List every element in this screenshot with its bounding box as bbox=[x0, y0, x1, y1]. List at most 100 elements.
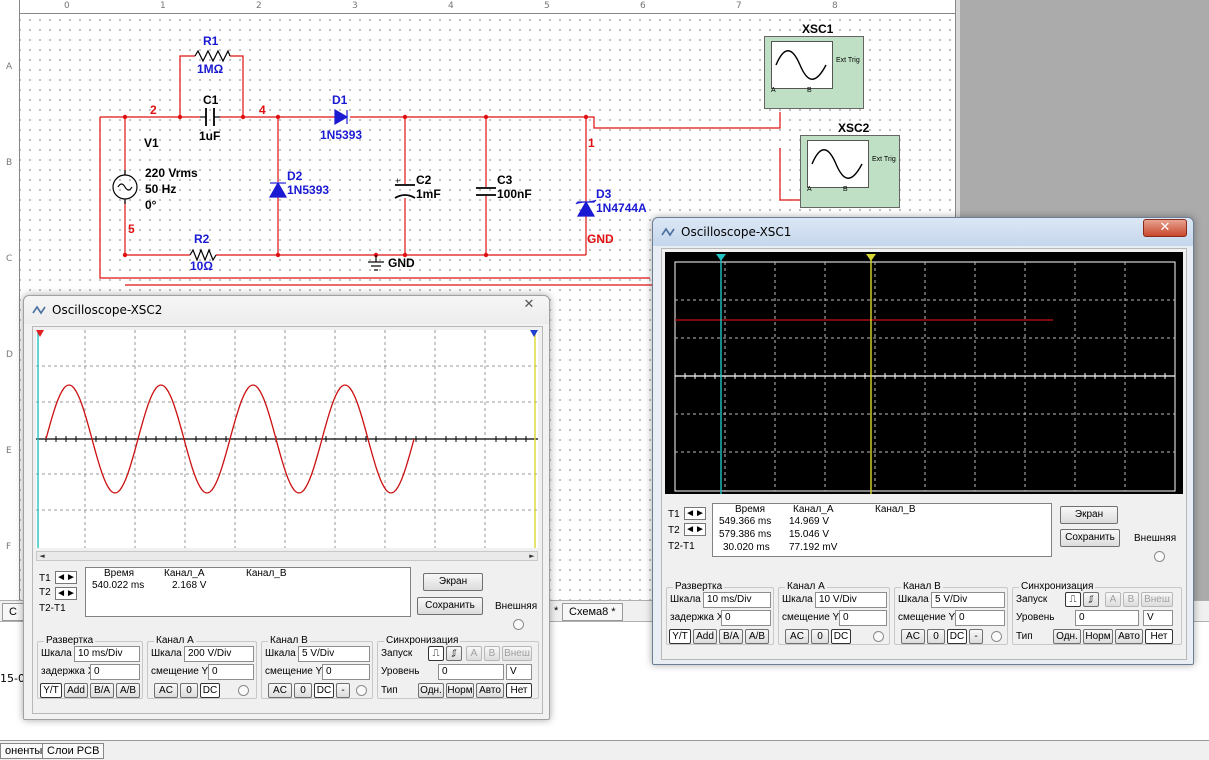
document-tab-scheme8[interactable]: Схема8 * bbox=[562, 603, 623, 621]
trigger-source-ext[interactable]: Внеш bbox=[1141, 592, 1173, 607]
c2-value[interactable]: 1mF bbox=[416, 187, 441, 201]
d3-value[interactable]: 1N4744A bbox=[596, 201, 647, 215]
d3-ref[interactable]: D3 bbox=[596, 187, 612, 201]
channel-b-dc-button[interactable]: DC bbox=[314, 683, 334, 698]
ab-mode-button[interactable]: A/B bbox=[745, 629, 769, 644]
channel-a-ypos-field[interactable]: 0 bbox=[839, 610, 887, 626]
channel-b-minus-button[interactable]: - bbox=[969, 629, 983, 644]
ba-mode-button[interactable]: B/A bbox=[90, 683, 114, 698]
tab-pcb-layers[interactable]: Слои PCB bbox=[42, 743, 105, 759]
channel-a-ypos-field[interactable]: 0 bbox=[208, 664, 254, 680]
c1-ref[interactable]: C1 bbox=[203, 93, 219, 107]
add-mode-button[interactable]: Add bbox=[693, 629, 717, 644]
save-button[interactable]: Сохранить bbox=[417, 597, 483, 615]
channel-a-radio[interactable] bbox=[873, 631, 884, 642]
r2-value[interactable]: 10Ω bbox=[190, 259, 213, 273]
c3-ref[interactable]: C3 bbox=[497, 173, 513, 187]
trigger-level-field[interactable]: 0 bbox=[1075, 610, 1139, 626]
trigger-none-button[interactable]: Нет bbox=[1145, 629, 1173, 644]
r1-ref[interactable]: R1 bbox=[203, 34, 219, 48]
trigger-normal-button[interactable]: Норм bbox=[446, 683, 474, 698]
rising-edge-button[interactable]: ⎍ bbox=[1065, 592, 1081, 607]
trigger-none-button[interactable]: Нет bbox=[506, 683, 532, 698]
v1-ref[interactable]: V1 bbox=[144, 136, 159, 150]
x-position-field[interactable]: 0 bbox=[721, 610, 771, 626]
trigger-source-a[interactable]: A bbox=[1105, 592, 1121, 607]
oscilloscope-xsc1-window[interactable]: Oscilloscope-XSC1 ✕ bbox=[652, 217, 1194, 665]
xsc2-instrument[interactable]: Ext Trig A B bbox=[800, 135, 900, 208]
trigger-source-ext[interactable]: Внеш bbox=[502, 646, 532, 661]
scroll-left-icon[interactable]: ◄ bbox=[39, 552, 45, 560]
c1-value[interactable]: 1uF bbox=[199, 129, 221, 143]
c2-ref[interactable]: C2 bbox=[416, 173, 432, 187]
trigger-source-b[interactable]: B bbox=[484, 646, 500, 661]
t2-cursor-arrows[interactable]: ◄► bbox=[55, 587, 77, 600]
xsc1-instrument[interactable]: Ext Trig A B bbox=[764, 36, 864, 109]
xsc2-scope-screen[interactable] bbox=[36, 330, 538, 548]
channel-b-radio[interactable] bbox=[356, 685, 367, 696]
xsc2-horizontal-scrollbar[interactable]: ◄ ► bbox=[36, 551, 538, 561]
d1-value[interactable]: 1N5393 bbox=[320, 128, 363, 142]
yt-mode-button[interactable]: Y/T bbox=[40, 683, 62, 698]
rising-edge-button[interactable]: ⎍ bbox=[428, 646, 444, 661]
ab-mode-button[interactable]: A/B bbox=[116, 683, 140, 698]
reverse-button[interactable]: Экран bbox=[1060, 506, 1118, 524]
external-trigger-radio[interactable] bbox=[513, 619, 524, 630]
close-icon[interactable]: ✕ bbox=[523, 297, 535, 312]
channel-a-dc-button[interactable]: DC bbox=[831, 629, 851, 644]
d1-ref[interactable]: D1 bbox=[332, 93, 348, 107]
channel-a-ac-button[interactable]: AC bbox=[785, 629, 809, 644]
d2-value[interactable]: 1N5393 bbox=[287, 183, 330, 197]
reverse-button[interactable]: Экран bbox=[423, 573, 483, 591]
falling-edge-button[interactable]: ⎎ bbox=[1083, 592, 1099, 607]
v1-phase[interactable]: 0° bbox=[145, 198, 157, 212]
channel-b-zero-button[interactable]: 0 bbox=[294, 683, 312, 698]
xsc1-scope-screen[interactable] bbox=[665, 252, 1183, 494]
r2-ref[interactable]: R2 bbox=[194, 232, 210, 246]
timebase-scale-field[interactable]: 10 ms/Div bbox=[703, 592, 771, 608]
trigger-auto-button[interactable]: Авто bbox=[1115, 629, 1143, 644]
r1-value[interactable]: 1MΩ bbox=[197, 62, 224, 76]
channel-b-radio[interactable] bbox=[991, 631, 1002, 642]
falling-edge-button[interactable]: ⎎ bbox=[446, 646, 462, 661]
external-trigger-radio[interactable] bbox=[1154, 551, 1165, 562]
channel-a-radio[interactable] bbox=[238, 685, 249, 696]
trigger-source-a[interactable]: A bbox=[466, 646, 482, 661]
channel-b-scale-field[interactable]: 5 V/Div bbox=[298, 646, 370, 662]
xsc2-title-bar[interactable]: Oscilloscope-XSC2 ✕ bbox=[24, 296, 549, 324]
yt-mode-button[interactable]: Y/T bbox=[669, 629, 691, 644]
v1-amplitude[interactable]: 220 Vrms bbox=[145, 166, 198, 180]
x-position-field[interactable]: 0 bbox=[90, 664, 140, 680]
channel-b-scale-field[interactable]: 5 V/Div bbox=[931, 592, 1005, 608]
channel-a-zero-button[interactable]: 0 bbox=[180, 683, 198, 698]
channel-b-ypos-field[interactable]: 0 bbox=[322, 664, 370, 680]
trigger-auto-button[interactable]: Авто bbox=[476, 683, 504, 698]
add-mode-button[interactable]: Add bbox=[64, 683, 88, 698]
trigger-single-button[interactable]: Одн. bbox=[418, 683, 444, 698]
channel-a-ac-button[interactable]: AC bbox=[154, 683, 178, 698]
channel-b-ypos-field[interactable]: 0 bbox=[955, 610, 1005, 626]
oscilloscope-xsc2-window[interactable]: Oscilloscope-XSC2 ✕ bbox=[23, 295, 550, 720]
xsc1-title-bar[interactable]: Oscilloscope-XSC1 ✕ bbox=[653, 218, 1193, 246]
tab-components[interactable]: оненты bbox=[0, 743, 48, 759]
channel-a-scale-field[interactable]: 10 V/Div bbox=[815, 592, 887, 608]
channel-b-ac-button[interactable]: AC bbox=[268, 683, 292, 698]
trigger-level-unit[interactable]: V bbox=[506, 664, 532, 680]
document-tab[interactable]: С bbox=[2, 603, 24, 621]
trigger-single-button[interactable]: Одн. bbox=[1053, 629, 1081, 644]
t2-cursor-arrows[interactable]: ◄► bbox=[684, 523, 706, 536]
t1-cursor-arrows[interactable]: ◄► bbox=[684, 507, 706, 520]
channel-a-scale-field[interactable]: 200 V/Div bbox=[184, 646, 254, 662]
scroll-right-icon[interactable]: ► bbox=[529, 552, 535, 560]
d2-ref[interactable]: D2 bbox=[287, 169, 303, 183]
close-icon[interactable]: ✕ bbox=[1143, 219, 1187, 237]
timebase-scale-field[interactable]: 10 ms/Div bbox=[74, 646, 140, 662]
ba-mode-button[interactable]: B/A bbox=[719, 629, 743, 644]
v1-frequency[interactable]: 50 Hz bbox=[145, 182, 177, 196]
channel-a-zero-button[interactable]: 0 bbox=[811, 629, 829, 644]
trigger-normal-button[interactable]: Норм bbox=[1083, 629, 1113, 644]
channel-b-zero-button[interactable]: 0 bbox=[927, 629, 945, 644]
trigger-level-field[interactable]: 0 bbox=[438, 664, 504, 680]
channel-b-minus-button[interactable]: - bbox=[336, 683, 350, 698]
channel-b-dc-button[interactable]: DC bbox=[947, 629, 967, 644]
